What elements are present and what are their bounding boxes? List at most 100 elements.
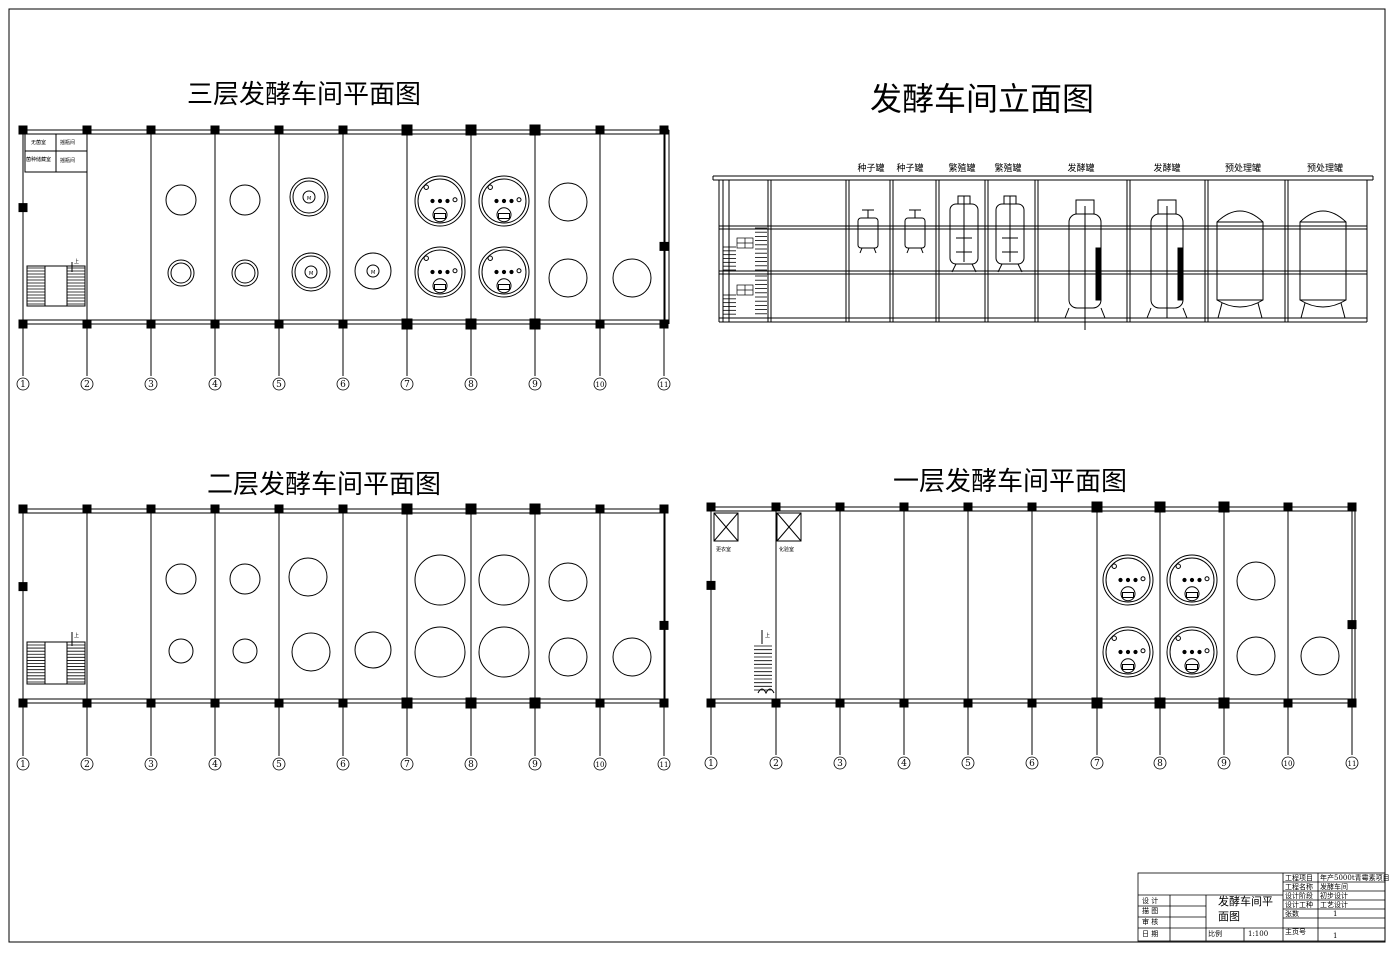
axis-label: 6 (1029, 759, 1035, 769)
tb-project-item-label: 工程项目 (1285, 873, 1313, 882)
floor3-room-shaker-2: 摇瓶间 (60, 157, 75, 164)
floor3-title: 三层发酵车间平面图 (187, 80, 421, 110)
axis-bubble (1153, 756, 1167, 770)
axis-label: 9 (532, 760, 538, 770)
axis-label: 3 (837, 759, 843, 769)
motor-symbol-3: M (371, 270, 375, 276)
axis-bubble (1025, 756, 1039, 770)
axis-label: 4 (212, 380, 218, 390)
axis-bubble (208, 757, 222, 771)
axis-bubble (80, 377, 94, 391)
tb-date-label: 日 期 (1142, 930, 1158, 938)
axis-label: 8 (468, 760, 474, 770)
floor1-stair-label: 上 (765, 632, 770, 639)
axis-label: 7 (404, 760, 410, 770)
axis-label: 1 (708, 759, 714, 769)
tb-drawing-title-box: 发酵车间平面图 (1218, 895, 1273, 923)
axis-label: 6 (340, 380, 346, 390)
axis-label: 2 (84, 760, 90, 770)
axis-label: 9 (1221, 759, 1227, 769)
tb-sheets: 1 (1333, 910, 1337, 918)
tb-sheets-label: 张数 (1285, 909, 1299, 918)
axis-bubble (657, 757, 671, 771)
title-block (1137, 872, 1386, 942)
axis-bubble (272, 757, 286, 771)
elevation-equipment-label: 繁殖罐 (994, 162, 1021, 174)
tb-discipline-label: 设计工种 (1285, 900, 1313, 909)
axis-label: 6 (340, 760, 346, 770)
axis-label: 2 (773, 759, 779, 769)
axis-bubble (961, 756, 975, 770)
tb-discipline: 工艺设计 (1320, 900, 1348, 909)
axis-bubble (528, 377, 542, 391)
axis-label: 7 (1094, 759, 1100, 769)
axis-bubble (897, 756, 911, 770)
floor2-title: 二层发酵车间平面图 (207, 470, 441, 500)
elevation-equipment-label: 繁殖罐 (948, 162, 975, 174)
axis-label: 11 (1348, 760, 1357, 768)
drawing-frame (8, 8, 1386, 943)
floor1-title: 一层发酵车间平面图 (893, 467, 1127, 497)
axis-label: 10 (596, 761, 605, 769)
elevation-view (712, 175, 1374, 330)
axis-label: 5 (276, 380, 282, 390)
axis-label: 4 (901, 759, 907, 769)
axis-bubble (464, 757, 478, 771)
axis-bubble (593, 757, 607, 771)
tb-review-label: 审 核 (1142, 917, 1158, 926)
tb-design-label: 设 计 (1142, 896, 1158, 905)
elevation-title: 发酵车间立面图 (870, 80, 1094, 118)
floor3-room-sterile: 无菌室 (31, 139, 46, 146)
elevation-equipment-label: 发酵罐 (1153, 162, 1180, 174)
tb-scale-label: 比例 (1208, 929, 1222, 938)
tb-drawing-title: 发酵车间平面图 (1218, 895, 1273, 923)
floor1-room-changing: 更衣室 (716, 546, 731, 553)
axis-bubble (704, 756, 718, 770)
axis-label: 7 (404, 380, 410, 390)
elevation-equipment-label: 发酵罐 (1067, 162, 1094, 174)
axis-bubble (769, 756, 783, 770)
axis-bubble (1217, 756, 1231, 770)
elevation-equipment-label: 种子罐 (857, 162, 884, 174)
axis-bubble (272, 377, 286, 391)
axis-label: 8 (1157, 759, 1163, 769)
motor-symbol-1: M (307, 196, 311, 202)
axis-bubble (657, 377, 671, 391)
tb-sheet-no-label: 主页号 (1285, 927, 1306, 936)
axis-label: 2 (84, 380, 90, 390)
floor3-stair-label: 上 (74, 258, 79, 265)
axis-bubble (336, 377, 350, 391)
axis-bubble (144, 757, 158, 771)
elevation-equipment-label: 种子罐 (896, 162, 923, 174)
floor3-plan (18, 124, 670, 376)
axis-bubble (593, 377, 607, 391)
tb-design-stage: 初步设计 (1320, 891, 1348, 900)
axis-label: 4 (212, 760, 218, 770)
tb-design-stage-label: 设计阶段 (1285, 891, 1313, 900)
floor2-stair-label: 上 (74, 632, 79, 639)
floor3-room-strain: 菌种储藏室 (26, 156, 51, 163)
tb-drawing-label: 描 图 (1142, 906, 1158, 915)
axis-label: 11 (660, 381, 669, 389)
floor1-plan (706, 501, 1357, 755)
tb-project-name-label: 工程名称 (1285, 882, 1313, 891)
elevation-equipment-label: 预处理罐 (1307, 162, 1343, 174)
floor3-room-shaker-1: 摇瓶间 (60, 139, 75, 146)
elevation-labels: 种子罐种子罐 繁殖罐 繁殖罐 发酵罐 发酵罐 预处理罐 预处理罐 (857, 162, 1343, 174)
axis-bubble (464, 377, 478, 391)
axis-bubble (1090, 756, 1104, 770)
tb-project-name: 发酵车间 (1320, 882, 1348, 891)
tb-project-item: 年产5000t青霉素项目 (1320, 873, 1390, 882)
axis-bubble (16, 377, 30, 391)
elevation-equipment-label: 预处理罐 (1225, 162, 1261, 174)
axis-bubble (400, 377, 414, 391)
tb-sheet-no: 1 (1333, 932, 1337, 940)
floor2-plan (18, 503, 669, 756)
axis-bubble (1281, 756, 1295, 770)
axis-label: 3 (148, 760, 154, 770)
motor-symbol-2: M (309, 271, 313, 277)
axis-label: 3 (148, 380, 154, 390)
